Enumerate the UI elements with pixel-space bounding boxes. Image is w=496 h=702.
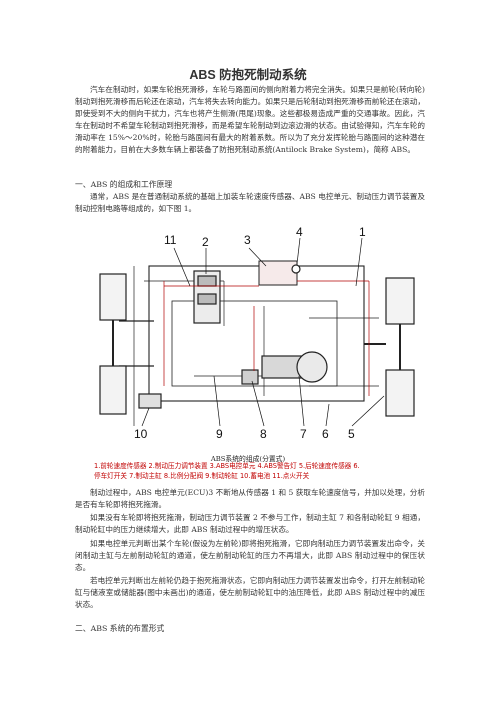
- body-paragraph-4: 若电控单元判断出左前轮仍趋于抱死拖滑状态，它即向制动压力调节装置发出命令，打开左…: [75, 576, 425, 610]
- figure-caption-title: ABS系统的组成(分置式): [210, 455, 286, 463]
- section1-heading: 一、ABS 的组成和工作原理: [75, 180, 173, 189]
- abs-system-diagram: 11 2 3 4 1 10 9 8 7 6 5: [99, 226, 415, 441]
- body-paragraph-3: 如果电控单元判断出某个车轮(假设为左前轮)即将抱死拖滑，它即向制动压力调节装置发…: [75, 539, 425, 573]
- body-paragraph-1: 制动过程中，ABS 电控单元(ECU)3 不断地从传感器 1 和 5 获取车轮速…: [75, 488, 425, 510]
- callout-11: 11: [164, 233, 177, 247]
- figure-legend-line-2: 停车灯开关 7.制动主缸 8.比例分配阀 9.制动轮缸 10.蓄电池 11.点火…: [94, 471, 310, 480]
- intro-paragraph: 汽车在制动时，如果车轮抱死滑移，车轮与路面间的侧向附着力将完全消失。如果只是前轮…: [75, 85, 425, 155]
- callout-3: 3: [244, 233, 251, 247]
- document-title: ABS 防抱死制动系统: [189, 68, 307, 82]
- callout-7: 7: [300, 427, 307, 441]
- callout-8: 8: [260, 427, 267, 441]
- section2-heading: 二、ABS 系统的布置形式: [75, 624, 165, 633]
- callout-9: 9: [216, 427, 223, 441]
- figure-legend-line-1: 1.前轮速度传感器 2.制动压力调节装置 3.ABS电控单元 4.ABS警告灯 …: [94, 462, 360, 470]
- callout-4: 4: [296, 226, 303, 239]
- figure-legend: 1.前轮速度传感器 2.制动压力调节装置 3.ABS电控单元 4.ABS警告灯 …: [94, 462, 439, 481]
- callout-6: 6: [322, 427, 329, 441]
- callout-5: 5: [348, 427, 355, 441]
- callout-1: 1: [359, 226, 366, 239]
- body-paragraph-2: 如果没有车轮即将抱死拖滑，制动压力调节装置 2 不参与工作，制动主缸 7 和各制…: [75, 513, 425, 535]
- callout-10: 10: [134, 427, 148, 441]
- section1-paragraph: 通常，ABS 是在普通制动系统的基础上加装车轮速度传感器、ABS 电控单元、制动…: [75, 192, 425, 214]
- callout-2: 2: [202, 235, 209, 249]
